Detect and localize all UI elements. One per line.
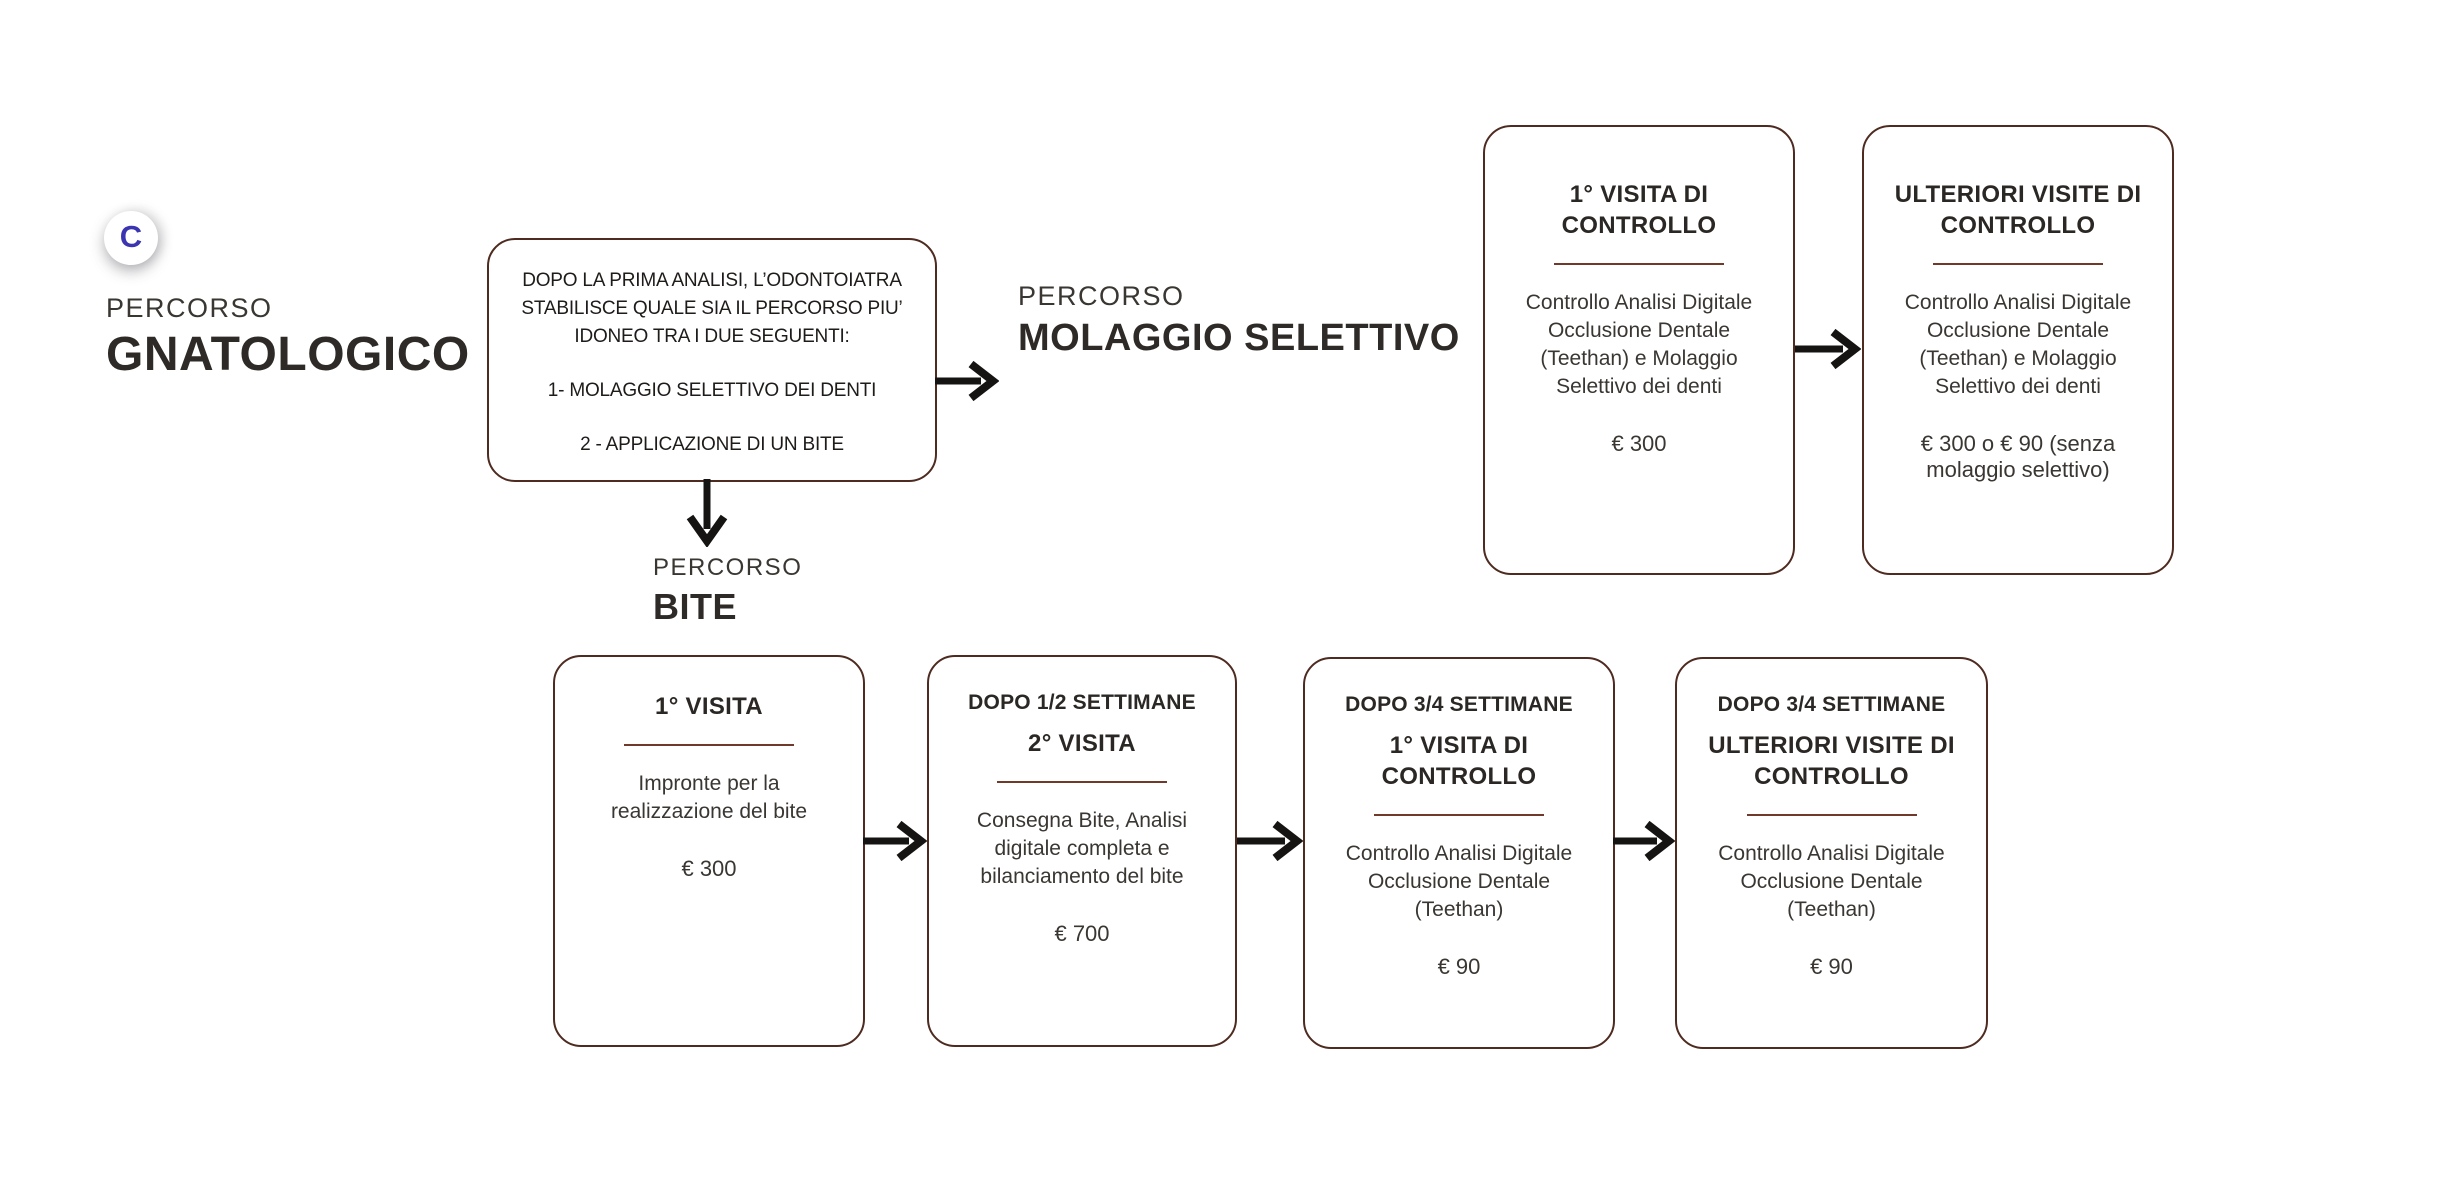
card-molaggio-ulteriori-visite: ULTERIORI VISITE DI CONTROLLO Controllo … [1862,125,2174,575]
arrow-right-icon [1795,320,1861,378]
card-price: € 300 o € 90 (senza molaggio selettivo) [1920,431,2116,483]
card-body: Controllo Analisi Digitale Occlusione De… [1345,842,1573,922]
molaggio-branch-header: PERCORSO MOLAGGIO SELETTIVO [1018,281,1460,359]
card-title: 1° VISITA [655,693,763,720]
arrow-right-icon [1237,812,1303,870]
card-price: € 300 [681,856,737,882]
card-title: 1° VISITA DI CONTROLLO [1381,732,1537,791]
card-prelabel: DOPO 3/4 SETTIMANE [1345,693,1573,716]
logo-letter-c: C [119,219,143,254]
card-bite-prima-visita: 1° VISITA Impronte per la realizzazione … [553,655,865,1047]
card-price: € 700 [1054,920,1110,946]
card-title: ULTERIORI VISITE DI CONTROLLO [1708,732,1955,791]
card-body: Controllo Analisi Digitale Occlusione De… [1718,842,1945,922]
card-prelabel: DOPO 3/4 SETTIMANE [1717,693,1946,716]
card-divider [1554,263,1724,266]
bite-header-eyebrow: PERCORSO [653,554,803,581]
bite-header-title: BITE [653,586,738,627]
card-body: Impronte per la realizzazione del bite [610,772,808,824]
molaggio-header-title: MOLAGGIO SELETTIVO [1018,317,1460,359]
main-path-header: PERCORSO GNATOLOGICO [106,295,470,379]
main-header-eyebrow: PERCORSO [106,293,273,323]
card-price: € 300 [1611,431,1667,457]
card-divider [1746,814,1917,817]
arrow-right-icon [935,352,999,410]
card-divider [997,781,1167,784]
card-molaggio-prima-visita-controllo: 1° VISITA DI CONTROLLO Controllo Analisi… [1483,125,1795,575]
molaggio-header-eyebrow: PERCORSO [1018,281,1185,311]
card-title: ULTERIORI VISITE DI CONTROLLO [1894,181,2142,240]
decision-option-2: 2 - APPLICAZIONE DI UN BITE [580,433,844,455]
card-body: Controllo Analisi Digitale Occlusione De… [1904,291,2132,399]
card-bite-seconda-visita: DOPO 1/2 SETTIMANE 2° VISITA Consegna Bi… [927,655,1237,1047]
main-header-title: GNATOLOGICO [106,328,470,381]
decision-intro-text: DOPO LA PRIMA ANALISI, L’ODONTOIATRA STA… [521,270,903,347]
card-divider [1374,814,1544,817]
card-bite-prima-visita-controllo: DOPO 3/4 SETTIMANE 1° VISITA DI CONTROLL… [1303,657,1615,1049]
card-price: € 90 [1437,954,1481,980]
arrow-right-icon [863,812,927,870]
card-body: Controllo Analisi Digitale Occlusione De… [1525,291,1753,399]
card-divider [624,744,794,747]
card-bite-ulteriori-visite: DOPO 3/4 SETTIMANE ULTERIORI VISITE DI C… [1675,657,1988,1049]
bite-branch-header: PERCORSO BITE [653,556,802,625]
decision-option-1: 1- MOLAGGIO SELETTIVO DEI DENTI [547,379,877,401]
card-divider [1933,263,2103,266]
card-body: Consegna Bite, Analisi digitale completa… [976,809,1188,889]
card-title: 1° VISITA DI CONTROLLO [1561,181,1717,240]
card-title: 2° VISITA [1028,730,1136,757]
card-prelabel: DOPO 1/2 SETTIMANE [968,691,1196,714]
decision-node: DOPO LA PRIMA ANALISI, L’ODONTOIATRA STA… [487,238,937,482]
clinic-logo: C [104,211,158,265]
arrow-right-icon [1613,812,1675,870]
card-price: € 90 [1810,954,1853,980]
arrow-down-icon [679,479,735,547]
